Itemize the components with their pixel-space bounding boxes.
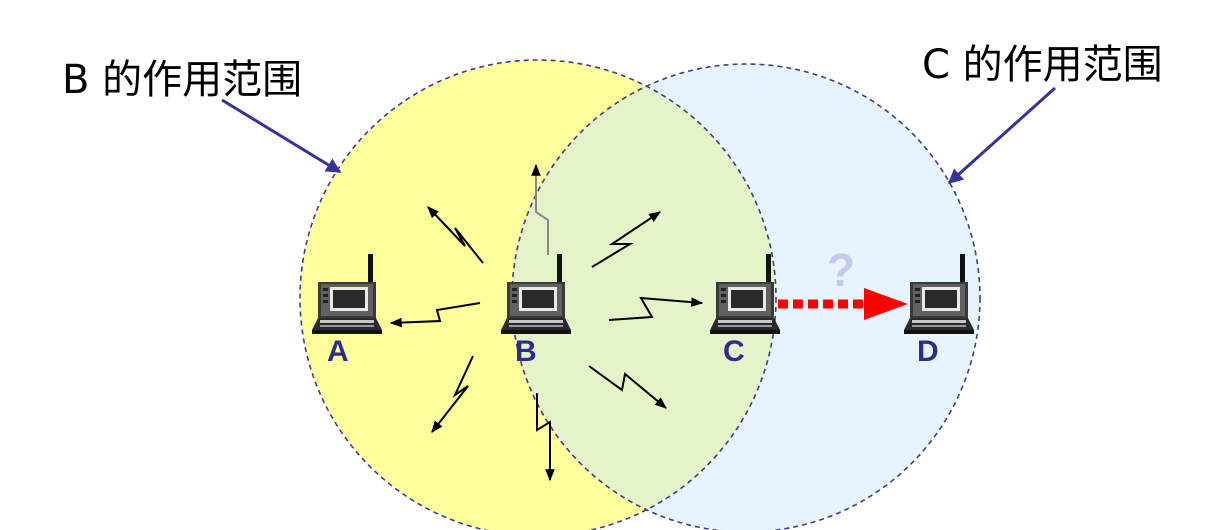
node-a-label: A — [327, 335, 349, 368]
signal-lower-left — [431, 355, 474, 433]
c-to-d-arrowhead — [864, 288, 908, 320]
node-b-label: B — [515, 335, 537, 368]
c-range-border — [511, 63, 981, 530]
signal-group — [389, 163, 704, 482]
signal-lower-right — [588, 365, 667, 409]
signal-upper-left — [427, 206, 484, 264]
b-range-label: B 的作用范围 — [62, 57, 302, 103]
signal-upper-right — [591, 211, 661, 268]
signal-up — [531, 163, 549, 255]
b-range-border — [299, 59, 777, 530]
c-range-label: C 的作用范围 — [922, 42, 1163, 88]
question-mark: ? — [827, 244, 855, 296]
signal-left — [389, 302, 481, 328]
node-d-label: D — [917, 335, 939, 368]
node-c-label: C — [723, 335, 745, 368]
b-range-callout-arrow — [221, 98, 342, 174]
signal-down — [536, 393, 555, 482]
signal-right-to-c — [608, 296, 704, 321]
c-range-callout-arrow — [947, 86, 1057, 185]
